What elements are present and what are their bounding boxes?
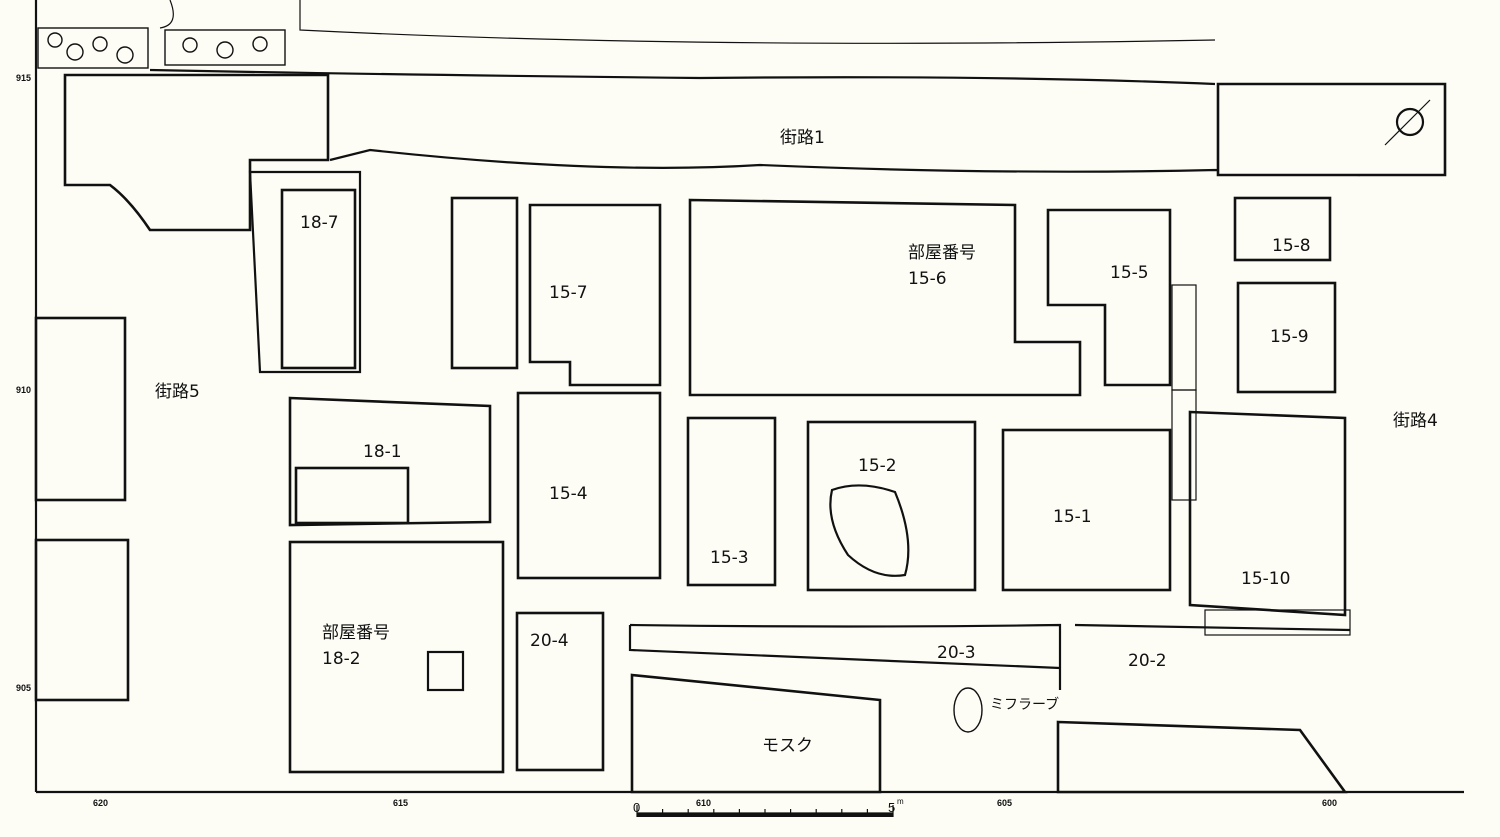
room-walls (34, 73, 1447, 794)
room-label-18-1: 18-1 (363, 442, 402, 462)
y-tick: 915 (16, 73, 31, 83)
x-tick: 610 (696, 798, 711, 808)
x-tick: 615 (393, 798, 408, 808)
mihrab-label: ミフラーブ (990, 696, 1059, 713)
room-label-15-3: 15-3 (710, 548, 749, 568)
scale-end: 5 (888, 800, 895, 815)
room-label-15-5: 15-5 (1110, 263, 1149, 283)
room-label-18-2: 18-2 (322, 649, 361, 669)
street-1-outline (149, 0, 1361, 177)
street-5-label: 街路5 (155, 382, 200, 402)
room-label-20-4: 20-4 (530, 631, 569, 651)
y-tick: 905 (16, 683, 31, 693)
room-label-15-1: 15-1 (1053, 507, 1092, 527)
stone-rubble-top (37, 27, 286, 69)
grid-y-ticks: 915 910 905 (16, 73, 31, 693)
room-label-20-2: 20-2 (1128, 651, 1167, 671)
room-caption-15-6: 部屋番号 (908, 243, 976, 263)
x-tick: 605 (997, 798, 1012, 808)
labels: 街路1 街路5 街路4 18-7 部屋番号 15-6 15-5 15-8 15-… (155, 128, 1438, 756)
room-label-15-4: 15-4 (549, 484, 588, 504)
room-label-15-7: 15-7 (549, 283, 588, 303)
grid-x-ticks: 620 615 610 605 600 (93, 798, 1337, 808)
room-label-18-7: 18-7 (300, 213, 339, 233)
room-label-15-6: 15-6 (908, 269, 947, 289)
room-label-15-2: 15-2 (858, 456, 897, 476)
room-label-15-8: 15-8 (1272, 236, 1311, 256)
staircase (1171, 284, 1351, 636)
room-label-15-10: 15-10 (1241, 569, 1290, 589)
street-4-label: 街路4 (1393, 411, 1438, 431)
street-1-label: 街路1 (780, 128, 825, 148)
room-label-15-9: 15-9 (1270, 327, 1309, 347)
mosque-label: モスク (762, 736, 813, 756)
x-tick: 600 (1322, 798, 1337, 808)
x-tick: 620 (93, 798, 108, 808)
room-label-20-3: 20-3 (937, 643, 976, 663)
y-tick: 910 (16, 385, 31, 395)
scale-unit: m (897, 797, 904, 806)
room-caption-18-2: 部屋番号 (322, 623, 390, 643)
scale-start: 0 (633, 800, 640, 815)
scale-bar: 0 5 m (633, 797, 904, 817)
